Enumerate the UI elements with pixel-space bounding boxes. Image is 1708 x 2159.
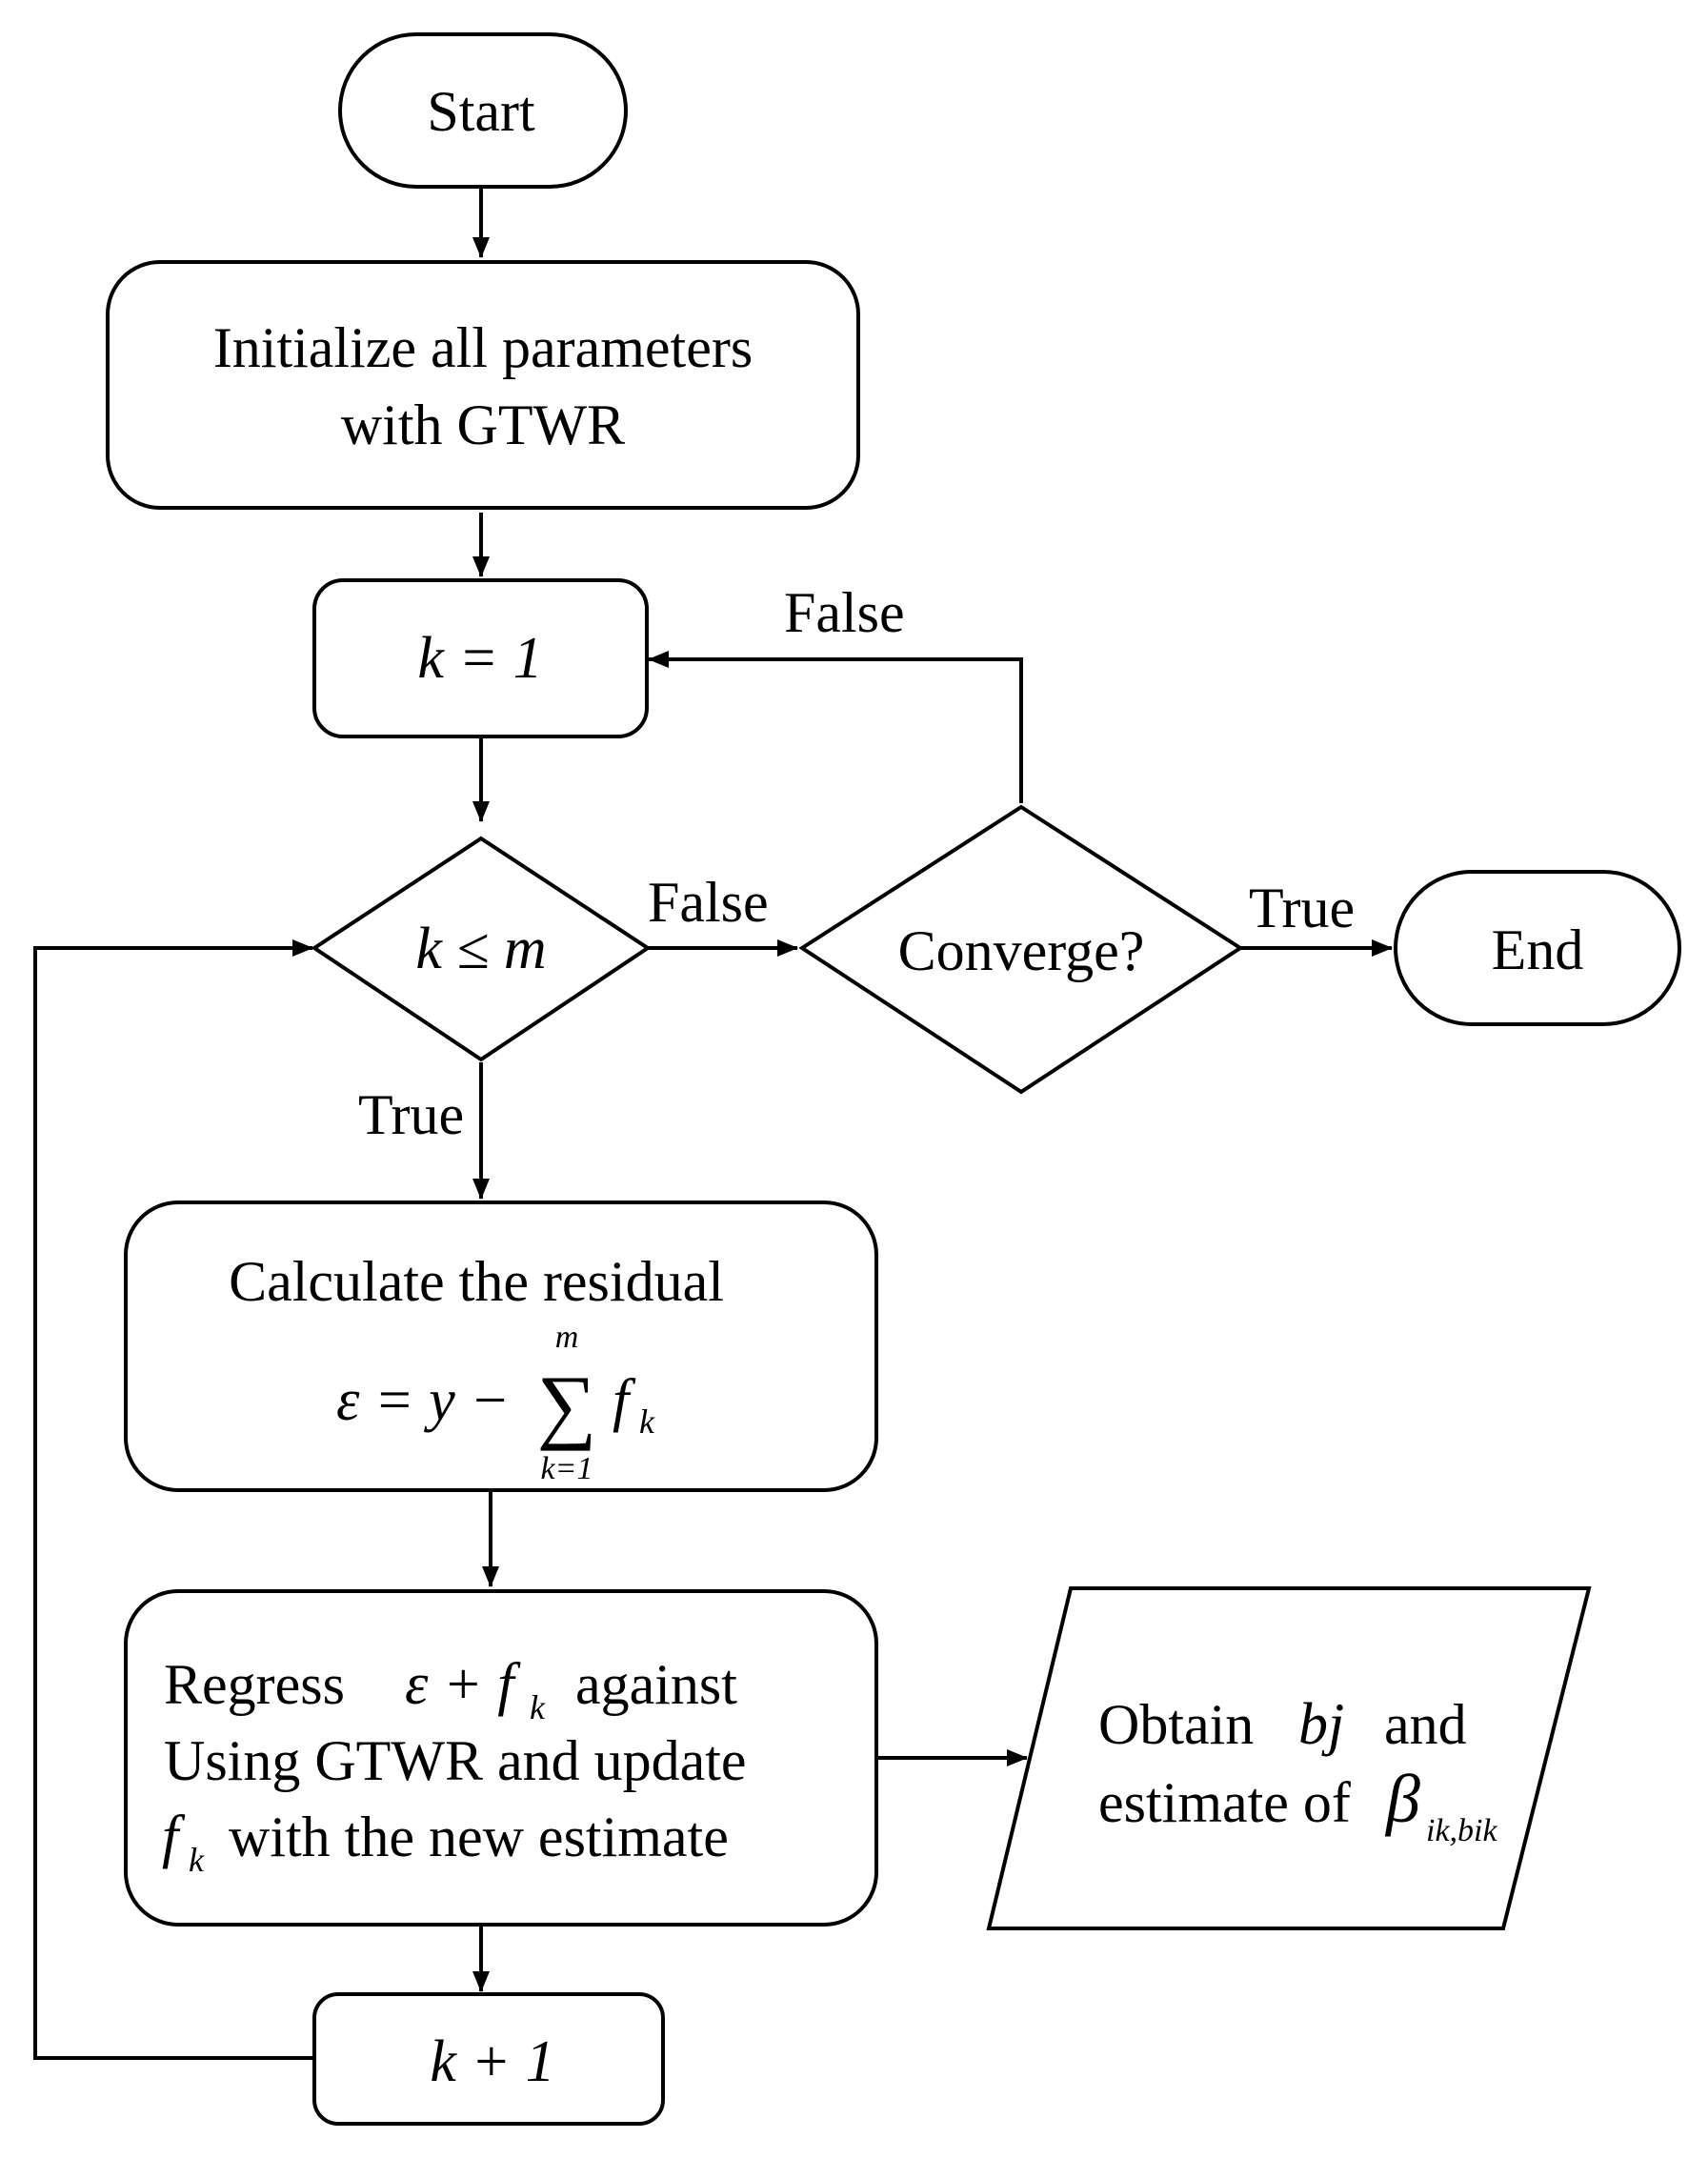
edge-label-converge-true: True (1249, 877, 1355, 939)
start-node (338, 32, 628, 189)
init-label-line1: Initialize all parameters (213, 316, 753, 379)
regress-line1-suffix: against (575, 1653, 737, 1716)
regress-line1-prefix: Regress (164, 1653, 345, 1716)
residual-formula-lower: k=1 (540, 1451, 593, 1486)
end-node (1394, 870, 1681, 1026)
init-node (106, 260, 860, 510)
regress-line1-math: ε + f (405, 1652, 521, 1717)
edges (33, 189, 1393, 2060)
converge-label: Converge? (898, 919, 1145, 982)
regress-node (124, 1589, 878, 1927)
k-next-node (312, 1992, 665, 2126)
edge-label-converge-false: False (784, 581, 905, 644)
edge-label-cond-true: True (358, 1083, 464, 1146)
converge-diamond (798, 804, 1244, 1095)
k-init-label: k = 1 (417, 626, 542, 691)
regress-line3-suffix: with the new estimate (229, 1806, 729, 1868)
edge-knext-cond (33, 939, 314, 2060)
regress-line3-sub: k (189, 1841, 205, 1879)
k-init-node (312, 578, 649, 738)
obtain-line2-sub: ik,bik (1426, 1813, 1497, 1848)
init-label-line2: with GTWR (341, 393, 625, 456)
regress-line1-sub: k (530, 1688, 546, 1726)
cond-label: k ≤ m (415, 917, 546, 981)
obtain-line2-prefix: estimate of (1098, 1771, 1351, 1834)
residual-formula-upper: m (555, 1320, 579, 1355)
obtain-parallelogram (986, 1586, 1592, 1930)
end-label: End (1492, 918, 1584, 981)
regress-label: Regress ε + f k against Using GTWR and u… (162, 1652, 747, 1879)
cond-diamond (311, 836, 652, 1062)
residual-formula-term-sub: k (639, 1402, 655, 1441)
obtain-label: Obtain bj and estimate of β ik,bik (1098, 1692, 1497, 1848)
residual-formula-lhs: ε = y − (336, 1368, 510, 1433)
obtain-line1-prefix: Obtain (1098, 1693, 1254, 1756)
residual-node (124, 1201, 878, 1492)
edge-label-cond-false: False (648, 871, 769, 934)
start-label: Start (427, 80, 535, 143)
obtain-line2-math: β (1384, 1761, 1420, 1837)
residual-formula-sigma: ∑ (537, 1360, 597, 1452)
obtain-line1-suffix: and (1384, 1693, 1467, 1756)
k-next-label: k + 1 (430, 2029, 554, 2094)
edge-converge-k1 (648, 651, 1023, 803)
residual-title: Calculate the residual (229, 1250, 724, 1313)
obtain-line1-math: bj (1298, 1692, 1344, 1757)
regress-line2: Using GTWR and update (164, 1729, 747, 1792)
